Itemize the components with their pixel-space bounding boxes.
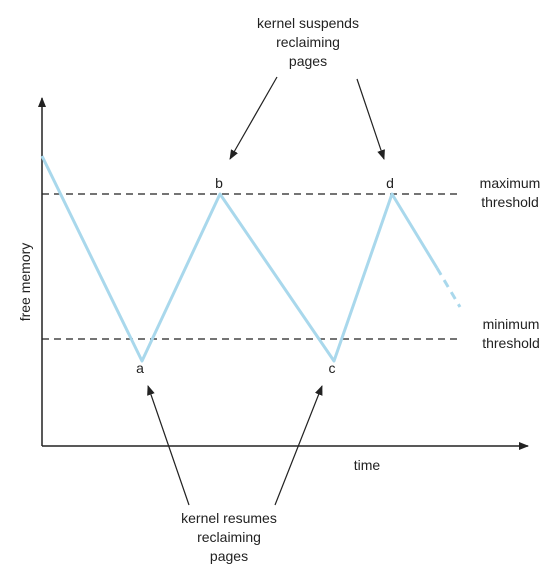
free-memory-curve xyxy=(40,155,439,363)
suspend-annotation-line3: pages xyxy=(289,53,327,69)
maximum-threshold-label-line2: threshold xyxy=(481,194,539,210)
y-axis-label: free memory xyxy=(17,243,33,322)
resume-arrow-to-a xyxy=(147,385,190,506)
point-label-b: b xyxy=(215,175,223,191)
maximum-threshold-label-line1: maximum xyxy=(480,175,541,191)
resume-annotation-line2: reclaiming xyxy=(197,529,261,545)
point-label-c: c xyxy=(329,360,336,376)
free-memory-curve-projection xyxy=(435,267,462,308)
suspend-annotation-line1: kernel suspends xyxy=(257,15,359,31)
suspend-arrow-to-d xyxy=(356,78,385,160)
suspend-annotation-line2: reclaiming xyxy=(276,34,340,50)
resume-arrow-to-c xyxy=(274,385,323,506)
x-axis-label: time xyxy=(354,457,381,473)
point-label-d: d xyxy=(386,175,394,191)
minimum-threshold-label-line1: minimum xyxy=(483,316,540,332)
point-label-a: a xyxy=(136,360,144,376)
minimum-threshold-label-line2: threshold xyxy=(482,335,540,351)
resume-annotation-line3: pages xyxy=(210,548,248,564)
resume-annotation-line1: kernel resumes xyxy=(181,510,277,526)
suspend-arrow-to-b xyxy=(229,76,278,160)
